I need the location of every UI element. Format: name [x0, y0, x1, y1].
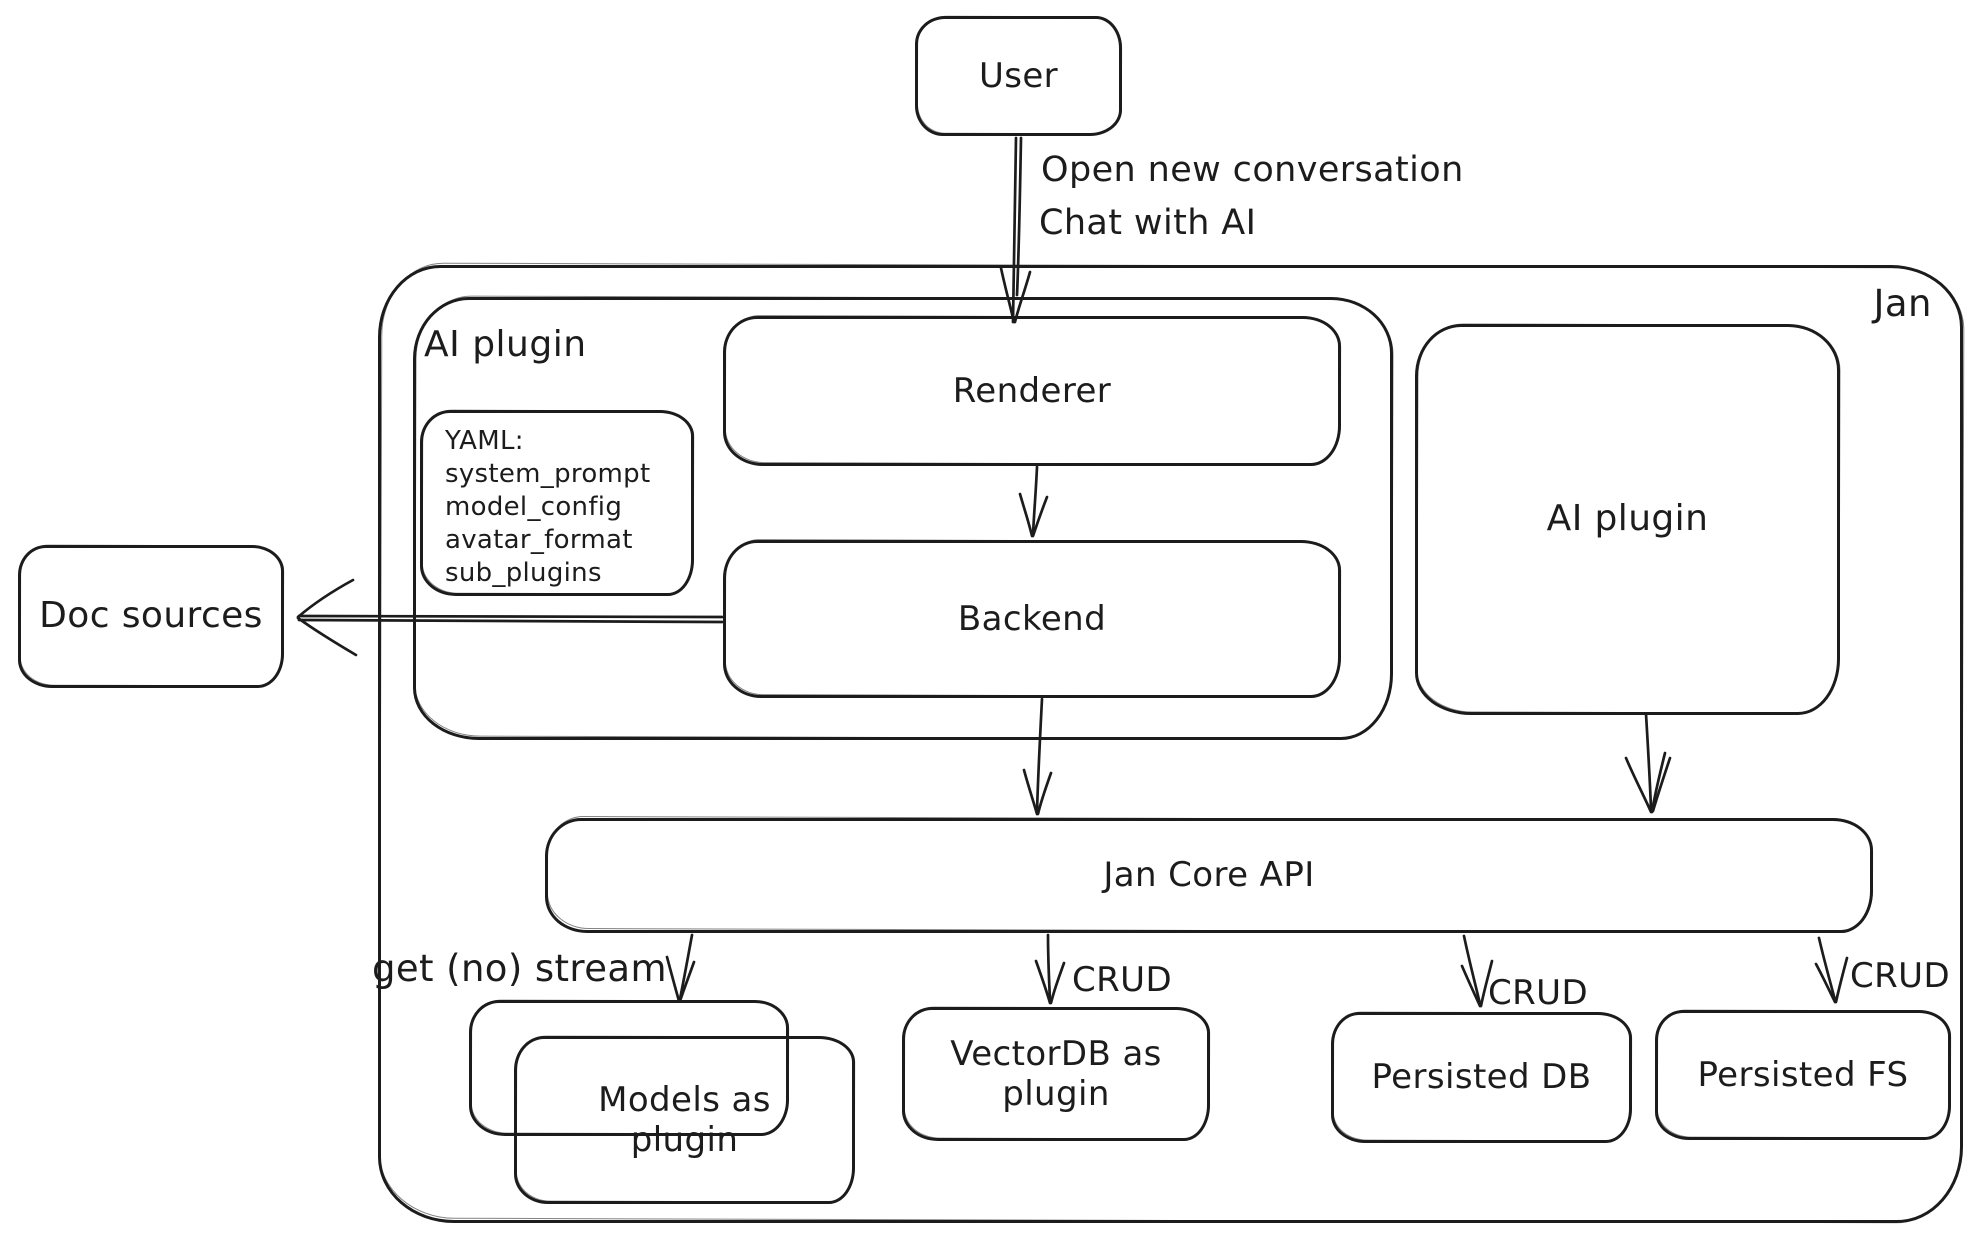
yaml-note-line: sub_plugins [445, 558, 602, 588]
vectordb-as-plugin-node: VectorDB as plugin [902, 1007, 1210, 1141]
edge-label-crud-persisted-fs: CRUD [1850, 956, 1951, 996]
persisted-fs-node: Persisted FS [1655, 1010, 1951, 1140]
ai-plugin-container: AI plugin [413, 297, 1393, 740]
models-as-plugin-node: Models as plugin [514, 1036, 855, 1204]
edge-label-open-conversation: Open new conversation [1041, 150, 1464, 190]
yaml-note: YAML: system_prompt model_config avatar_… [420, 410, 694, 596]
doc-sources-node: Doc sources [18, 545, 284, 688]
yaml-note-line: avatar_format [445, 525, 633, 555]
persisted-db-node: Persisted DB [1331, 1012, 1632, 1143]
renderer-node: Renderer [723, 316, 1341, 466]
edge-label-get-no-stream: get (no) stream [372, 947, 667, 990]
yaml-note-line: model_config [445, 492, 623, 522]
backend-node-label: Backend [957, 598, 1107, 639]
doc-sources-node-label: Doc sources [39, 595, 263, 637]
jan-container: Jan [378, 265, 1963, 1223]
ai-plugin-node-label: AI plugin [1546, 498, 1709, 540]
jan-container-label: Jan [1873, 282, 1932, 325]
edge-label-chat-with-ai: Chat with AI [1039, 203, 1257, 243]
jan-core-api-node: Jan Core API [545, 818, 1873, 933]
ai-plugin-container-label: AI plugin [424, 324, 587, 365]
user-node-label: User [978, 55, 1059, 96]
persisted-db-label: Persisted DB [1371, 1057, 1592, 1098]
models-as-plugin-label: Models as plugin [598, 1079, 771, 1160]
user-node: User [915, 16, 1122, 136]
edge-label-crud-vectordb: CRUD [1072, 960, 1173, 1000]
jan-core-api-node-label: Jan Core API [1103, 855, 1315, 896]
renderer-node-label: Renderer [952, 370, 1112, 411]
edge-label-crud-persisted-db: CRUD [1488, 973, 1589, 1013]
persisted-fs-label: Persisted FS [1697, 1054, 1909, 1095]
ai-plugin-node: AI plugin [1415, 324, 1840, 715]
vectordb-as-plugin-label: VectorDB as plugin [950, 1033, 1162, 1114]
yaml-note-line: system_prompt [445, 459, 651, 489]
yaml-note-title: YAML: [445, 426, 524, 456]
backend-node: Backend [723, 540, 1341, 698]
